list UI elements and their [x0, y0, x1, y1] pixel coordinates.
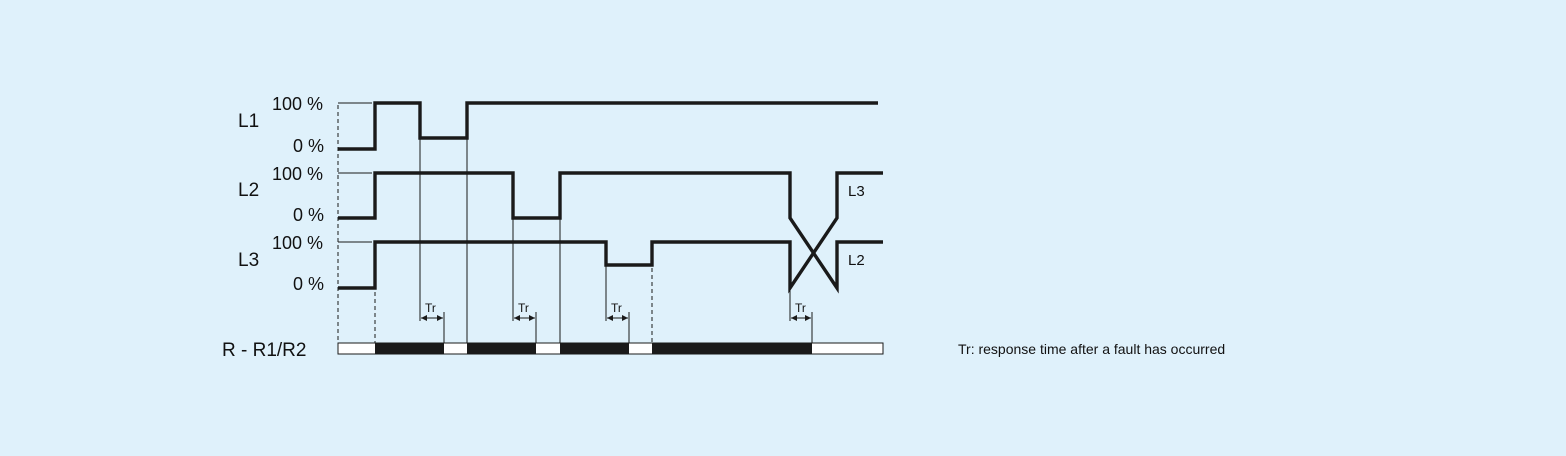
l2-label: L2 [238, 180, 259, 201]
l3-low-label: 0 % [293, 274, 324, 294]
crossover-label-upper: L3 [848, 183, 865, 200]
l2-low-label: 0 % [293, 205, 324, 225]
tr-marker-label: Tr [795, 301, 806, 315]
tr-marker-3: Tr [607, 301, 628, 321]
l1-high-label: 100 % [272, 94, 323, 114]
l1-label: L1 [238, 111, 259, 132]
relay-on-segment-3 [560, 343, 629, 354]
l1-signal [338, 101, 878, 151]
tr-arrow-left [607, 315, 613, 321]
tr-marker-4: Tr [791, 301, 811, 321]
tr-arrow-left [514, 315, 520, 321]
response-time-note: Tr: response time after a fault has occu… [958, 341, 1225, 357]
tr-marker-label: Tr [425, 301, 436, 315]
relay-label: R - R1/R2 [222, 340, 306, 361]
tr-marker-1: Tr [421, 301, 443, 321]
tr-marker-2: Tr [514, 301, 535, 321]
tr-arrow-left [421, 315, 427, 321]
tr-arrow-right [437, 315, 443, 321]
l3-label: L3 [238, 250, 259, 271]
crossover-label-lower: L2 [848, 252, 865, 269]
tr-marker-label: Tr [611, 301, 622, 315]
l1-low-label: 0 % [293, 136, 324, 156]
tr-arrow-left [791, 315, 797, 321]
relay-on-segment-2 [467, 343, 536, 354]
tr-arrow-right [622, 315, 628, 321]
tr-marker-label: Tr [518, 301, 529, 315]
l3-high-label: 100 % [272, 233, 323, 253]
tr-arrow-right [805, 315, 811, 321]
l2-high-label: 100 % [272, 164, 323, 184]
relay-on-segment-4 [652, 343, 812, 354]
relay-on-segment-1 [375, 343, 444, 354]
tr-arrow-right [529, 315, 535, 321]
l3-signal [338, 171, 883, 294]
